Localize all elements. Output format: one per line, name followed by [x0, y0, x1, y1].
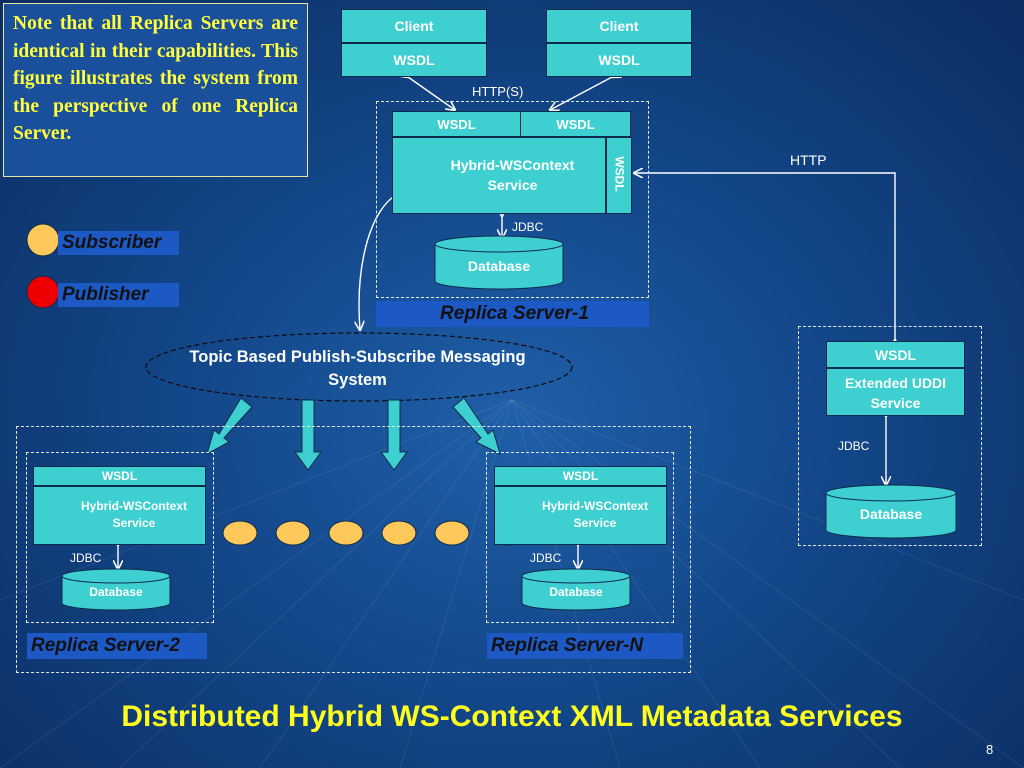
- legend-publisher: Publisher: [58, 283, 179, 307]
- replica1-database-label: Database: [467, 258, 531, 274]
- slide-title: Distributed Hybrid WS-Context XML Metada…: [121, 700, 903, 733]
- client2-arrow: [550, 77, 612, 110]
- replica1-jdbc-label: JDBC: [512, 220, 544, 234]
- database-cylinders: [61, 235, 957, 611]
- messaging-ellipse: [145, 332, 573, 402]
- replicaN-service-label: Hybrid-WSContext Service: [542, 499, 648, 530]
- page-number: 8: [986, 742, 994, 757]
- http-label: HTTP: [790, 152, 827, 168]
- dot: [328, 520, 364, 546]
- fat-arrow-mid-left: [294, 399, 322, 471]
- replicaN-service-box: [494, 486, 667, 545]
- replica2-database-label: Database: [89, 585, 143, 599]
- uddi-db-shape: [825, 493, 957, 539]
- replica2-wsdl: WSDL: [33, 466, 206, 486]
- client-box-2: Client: [546, 9, 692, 43]
- https-label: HTTP(S): [472, 84, 524, 99]
- more-replicas-dots: [222, 520, 470, 546]
- replica2-service-box: [33, 486, 206, 545]
- replica1-tag: Replica Server-1: [376, 301, 649, 327]
- legend-subscriber: Subscriber: [58, 231, 179, 255]
- replica1-service-label: Hybrid-WSContext Service: [450, 157, 575, 193]
- replica2-container: [26, 452, 214, 623]
- client-box-1: Client: [341, 9, 487, 43]
- dot: [434, 520, 470, 546]
- uddi-db-top: [825, 484, 957, 502]
- publish-curve-arrow: [359, 196, 394, 330]
- replica1-container: [376, 101, 649, 298]
- replicas-group: [16, 426, 691, 673]
- replica2-db-shape: [61, 576, 171, 611]
- replica1-wsdl-side: WSDL: [612, 156, 627, 192]
- replicaN-wsdl: WSDL: [494, 466, 667, 486]
- replicaN-database-label: Database: [549, 585, 603, 599]
- uddi-wsdl: WSDL: [826, 341, 965, 368]
- fat-arrow-mid-right: [380, 399, 408, 471]
- replica1-service-box: [392, 137, 606, 214]
- uddi-service: Extended UDDI Service: [826, 368, 965, 416]
- note-box: Note that all Replica Servers are identi…: [3, 3, 308, 177]
- replicaN-db-shape: [521, 576, 631, 611]
- client-wsdl-2: WSDL: [546, 43, 692, 77]
- legend-subscriber-icon: [26, 223, 60, 257]
- replicaN-container: [486, 452, 674, 623]
- replica1-db-shape: [434, 244, 564, 290]
- client-wsdl-1: WSDL: [341, 43, 487, 77]
- replica2-db-top: [61, 568, 171, 584]
- replica1-wsdl-side-box: WSDL: [606, 137, 632, 214]
- messaging-label: Topic Based Publish-Subscribe Messaging …: [189, 348, 526, 389]
- dot: [222, 520, 258, 546]
- replica2-jdbc-label: JDBC: [70, 551, 102, 565]
- http-arrow: [634, 173, 895, 340]
- replicaN-jdbc-label: JDBC: [530, 551, 562, 565]
- replica1-wsdl-right: WSDL: [520, 111, 631, 137]
- replica1-db-top: [434, 235, 564, 253]
- replicaN-tag: Replica Server-N: [487, 633, 683, 659]
- dot: [275, 520, 311, 546]
- uddi-database-label: Database: [859, 506, 923, 522]
- uddi-jdbc-label: JDBC: [838, 439, 870, 453]
- replica2-tag: Replica Server-2: [27, 633, 207, 659]
- replica2-service-label: Hybrid-WSContext Service: [81, 499, 187, 530]
- client1-arrow: [408, 77, 455, 110]
- legend-publisher-icon: [26, 275, 60, 309]
- uddi-container: [798, 326, 982, 546]
- dot: [381, 520, 417, 546]
- replica1-wsdl-left: WSDL: [392, 111, 521, 137]
- replicaN-db-top: [521, 568, 631, 584]
